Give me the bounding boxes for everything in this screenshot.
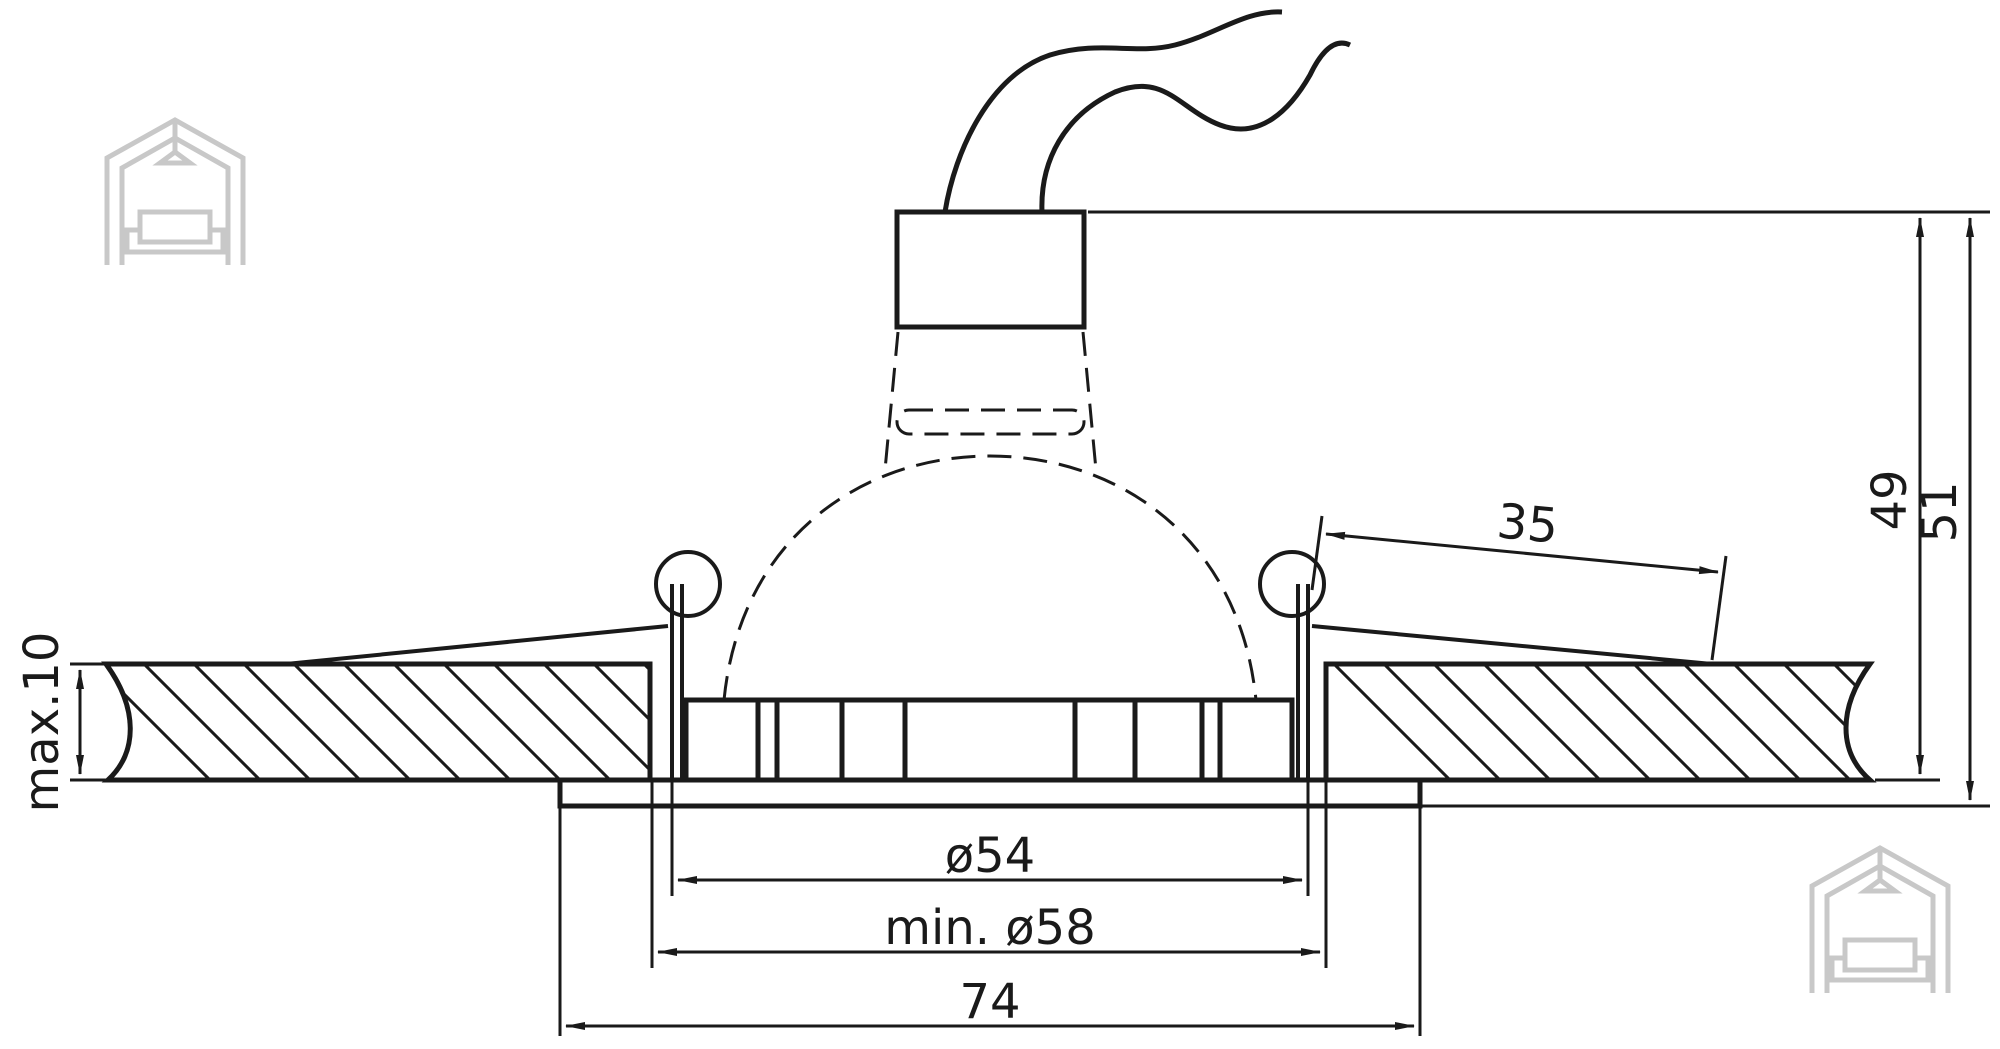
dimension-housing-height	[1088, 210, 1990, 808]
spring-clip-right	[1258, 550, 1713, 780]
ceiling-section-right	[1323, 661, 1877, 783]
watermark-house-icon-top	[104, 117, 246, 265]
lamp-housing	[683, 697, 1295, 783]
label-max-ceiling: max.10	[14, 632, 70, 813]
lamp-bezel-ring	[557, 777, 1423, 809]
label-cutout-diameter: min. ø58	[884, 900, 1095, 956]
label-spring-length: 35	[1494, 493, 1560, 555]
ceiling-section-left	[101, 661, 653, 783]
label-outer-diameter: 74	[959, 974, 1020, 1030]
watermark-house-icon-bottom	[1809, 845, 1951, 993]
label-total-height: 51	[1912, 481, 1968, 542]
lamp-hidden-outline	[722, 331, 1258, 701]
label-housing-height: 49	[1862, 469, 1918, 530]
power-cable	[942, 9, 1352, 213]
label-inner-diameter: ø54	[945, 828, 1035, 884]
spring-clip-left	[285, 550, 722, 780]
dimension-extension-lines	[558, 780, 1422, 1036]
dimension-max-ceiling	[70, 662, 110, 782]
connector-block	[894, 209, 1087, 330]
dimension-spring-length	[1310, 515, 1728, 661]
